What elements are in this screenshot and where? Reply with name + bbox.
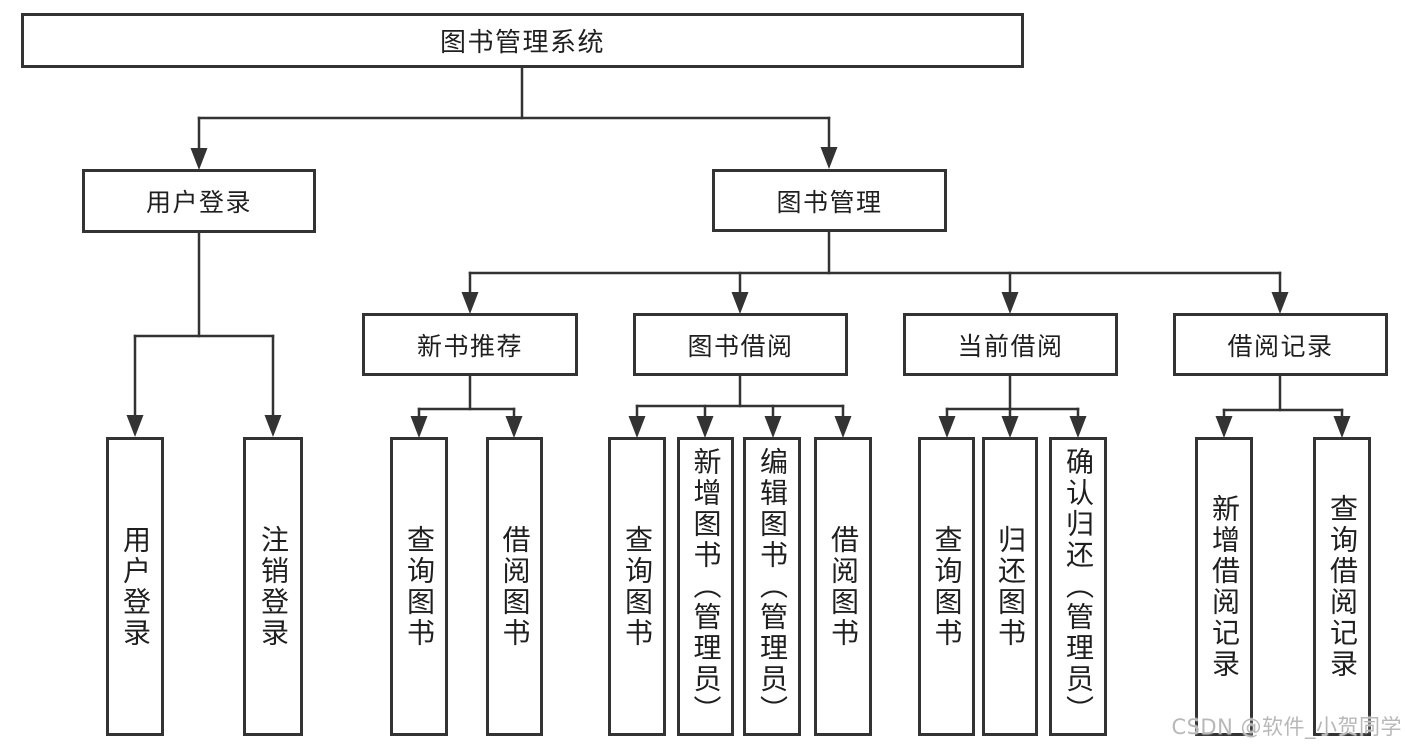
node-user-login-branch: 用户登录 [82,169,316,233]
csdn-watermark: CSDN @软件_小贺同学 [1171,715,1402,739]
node-borrow-records: 借阅记录 [1173,313,1388,376]
node-new-book-recommend: 新书推荐 [362,313,578,376]
node-system-root: 图书管理系统 [21,13,1024,68]
leaf-borrowing-edit-books-admin: 编辑图书（管理员） [743,437,801,736]
leaf-records-add-record: 新增借阅记录 [1195,437,1253,736]
leaf-logout: 注销登录 [243,437,303,736]
leaf-records-query-record: 查询借阅记录 [1313,437,1371,736]
leaf-current-query-books: 查询图书 [918,437,975,736]
node-book-borrowing: 图书借阅 [633,313,848,376]
leaf-user-login: 用户登录 [106,437,164,736]
leaf-current-return-books: 归还图书 [982,437,1038,736]
leaf-borrowing-borrow-books: 借阅图书 [814,437,872,736]
leaf-current-confirm-return-admin: 确认归还（管理员） [1049,437,1107,736]
leaf-newbook-query-books: 查询图书 [390,437,448,736]
leaf-borrowing-add-books-admin: 新增图书（管理员） [677,437,734,736]
leaf-borrowing-query-books: 查询图书 [608,437,666,736]
leaf-newbook-borrow-books: 借阅图书 [486,437,543,736]
node-book-management-branch: 图书管理 [712,169,947,232]
node-current-borrowing: 当前借阅 [903,313,1118,376]
